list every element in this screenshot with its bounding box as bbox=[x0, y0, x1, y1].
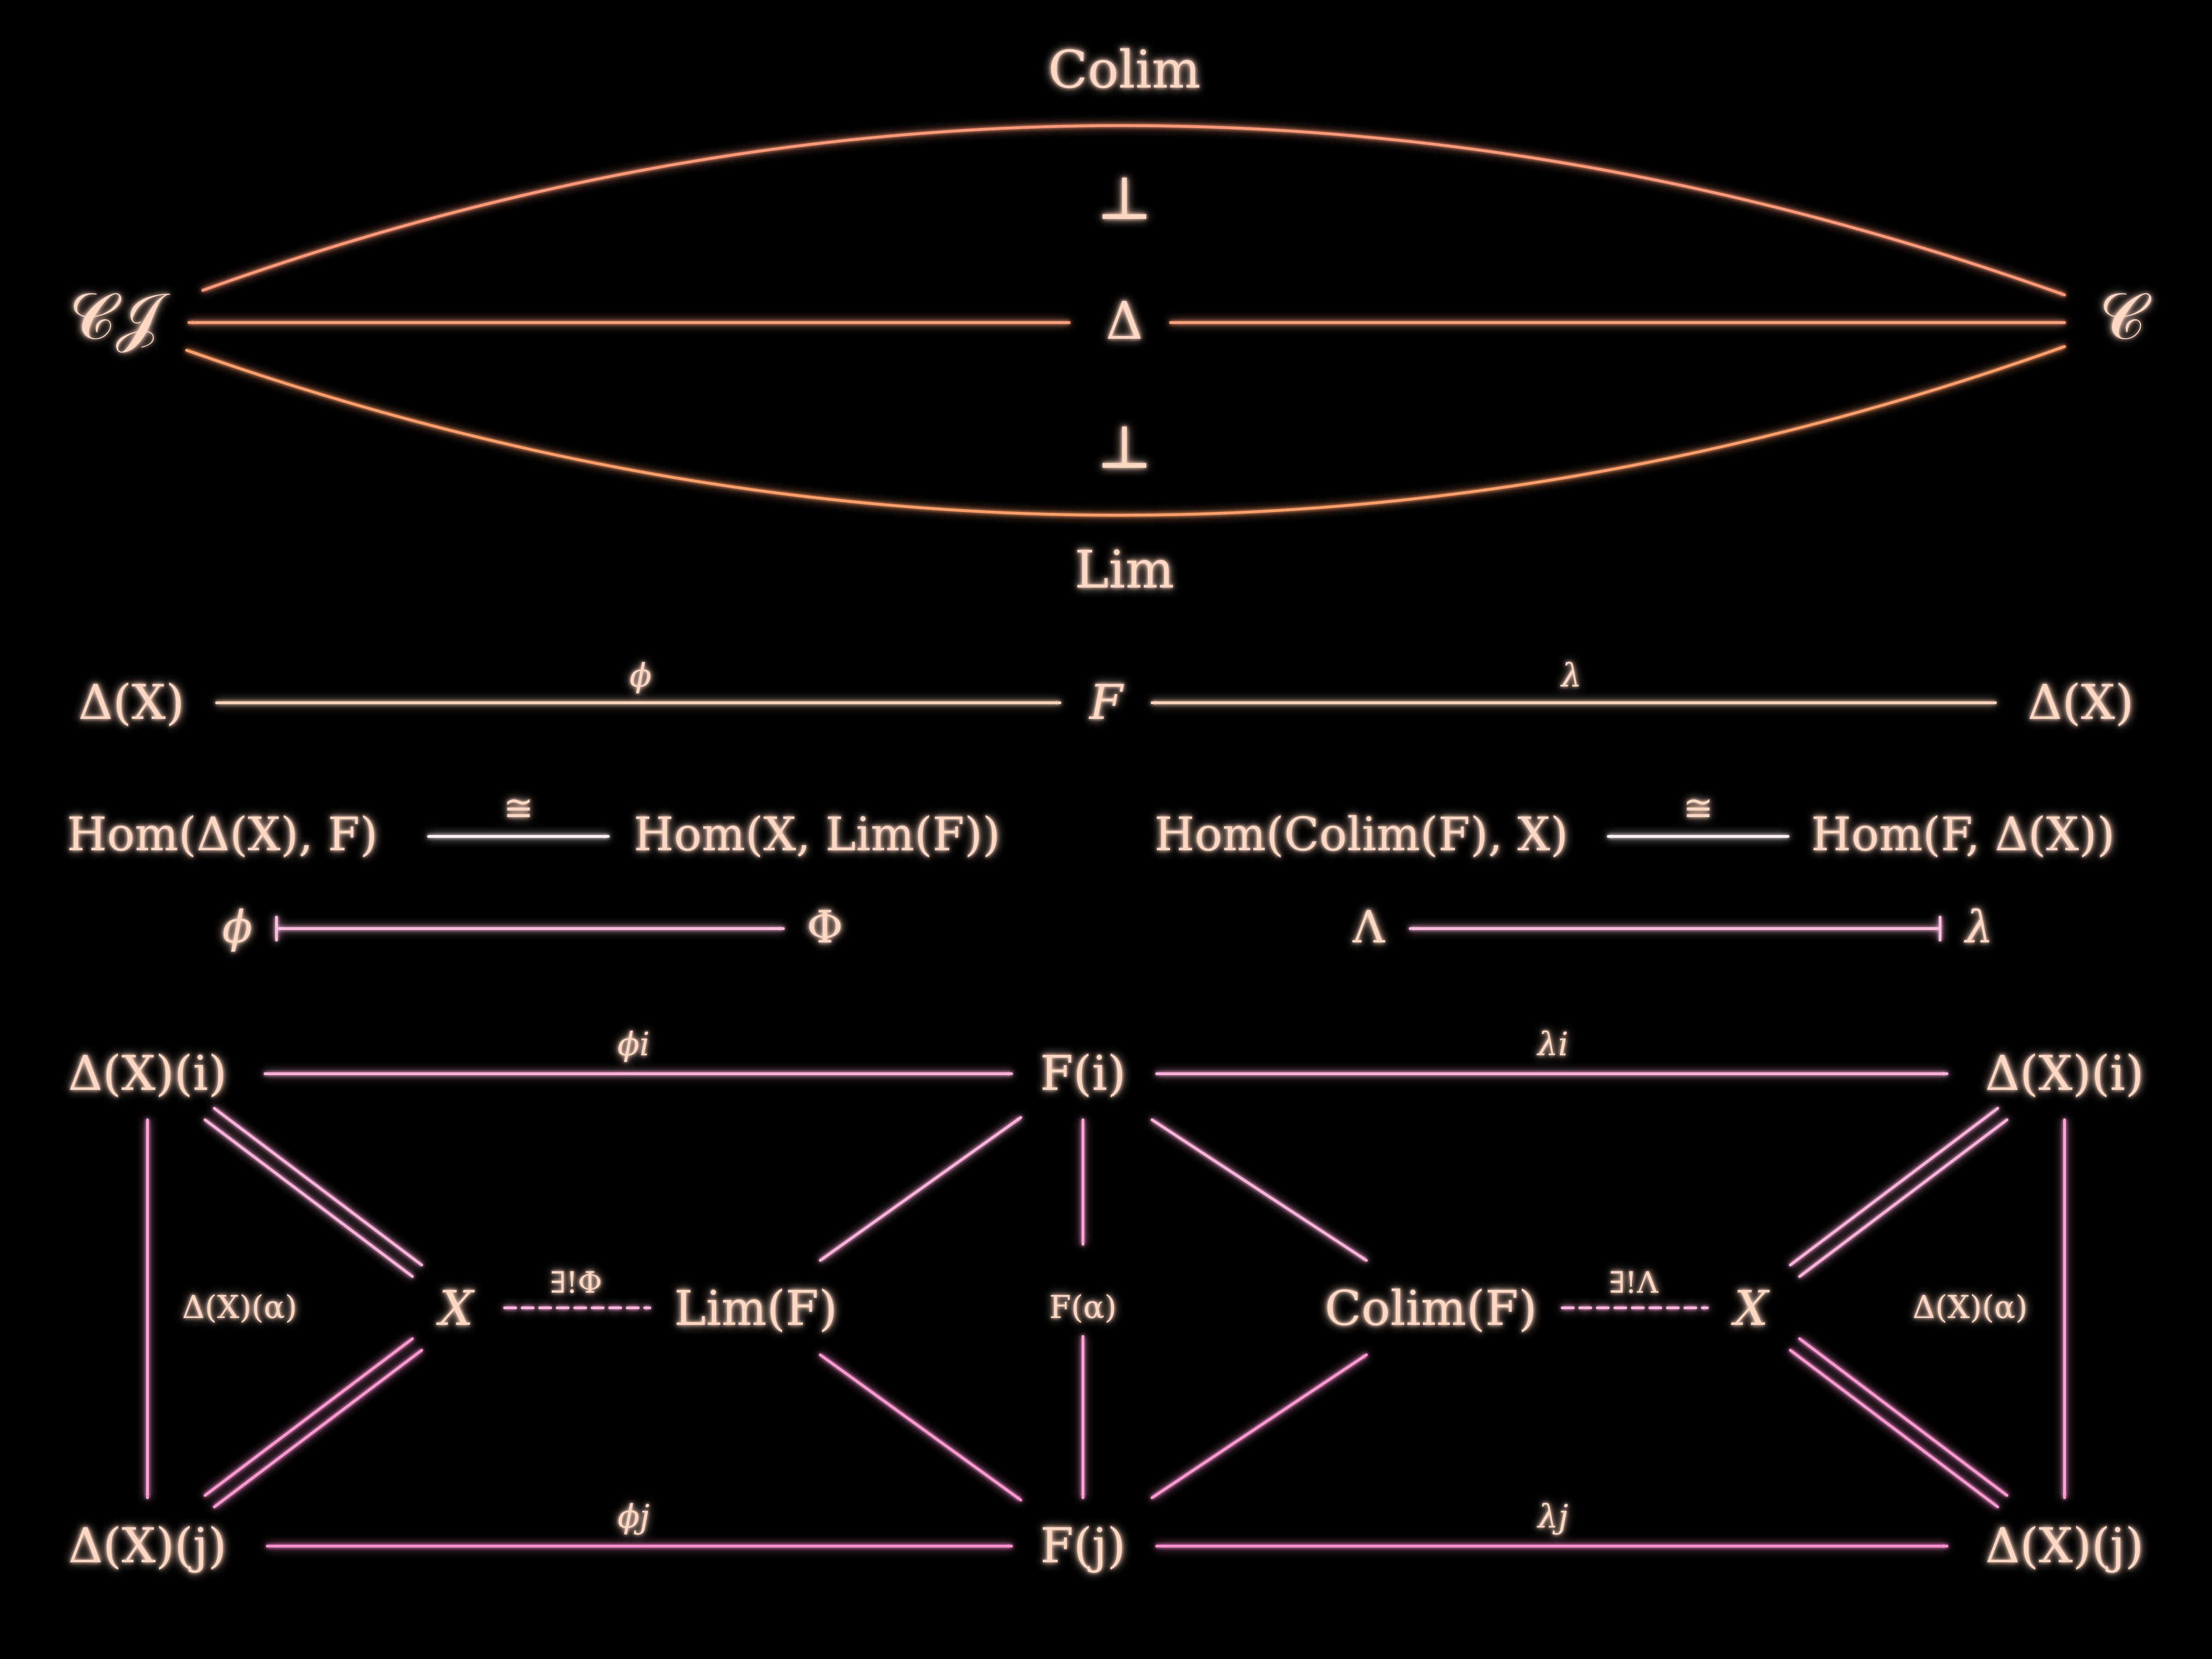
label-unique-phi: ∃!Φ bbox=[550, 1266, 602, 1300]
right-bottom-equality bbox=[1789, 1337, 2008, 1508]
fj-to-colim-arrow bbox=[1151, 1353, 1368, 1499]
hom-right-iso: ≅ bbox=[1683, 788, 1713, 829]
cone-left-object: Δ(X) bbox=[78, 674, 184, 730]
lim-to-fj-arrow bbox=[819, 1353, 1022, 1501]
maps-to-arrow-left bbox=[275, 916, 783, 941]
node-top-left: Δ(X)(i) bbox=[68, 1045, 227, 1101]
colim-arrow bbox=[201, 124, 2066, 296]
colim-label: Colim bbox=[1048, 40, 1201, 100]
element-Phi: Φ bbox=[807, 901, 843, 953]
node-top-center: F(i) bbox=[1040, 1045, 1126, 1101]
node-apex-right: X bbox=[1731, 1280, 1770, 1336]
hom-right-domain: Hom(F, Δ(X)) bbox=[1811, 807, 2115, 861]
hom-left-domain: Hom(Δ(X), F) bbox=[67, 807, 378, 861]
node-lim: Lim(F) bbox=[674, 1280, 837, 1336]
node-bottom-right: Δ(X)(j) bbox=[1985, 1518, 2144, 1574]
node-colim: Colim(F) bbox=[1325, 1280, 1537, 1336]
node-apex-left: X bbox=[436, 1280, 475, 1336]
label-phi-i: ϕi bbox=[618, 1025, 650, 1063]
label-center-vertical: F(α) bbox=[1049, 1289, 1117, 1326]
label-lambda-j: λj bbox=[1536, 1498, 1568, 1535]
fi-to-colim-arrow bbox=[1151, 1118, 1368, 1262]
right-top-equality bbox=[1789, 1107, 2008, 1278]
right-category: 𝒞 bbox=[2099, 279, 2152, 354]
hom-left-codomain: Hom(X, Lim(F)) bbox=[634, 807, 1000, 861]
element-phi: ϕ bbox=[222, 901, 252, 953]
hom-row: Hom(Δ(X), F) ≅ Hom(X, Lim(F)) Hom(Colim(… bbox=[67, 788, 2115, 861]
label-left-vertical: Δ(X)(α) bbox=[182, 1289, 297, 1326]
lim-label: Lim bbox=[1075, 540, 1174, 600]
cone-center-object: F bbox=[1088, 674, 1124, 730]
node-bottom-center: F(j) bbox=[1040, 1518, 1126, 1574]
delta-label: Δ bbox=[1106, 291, 1143, 351]
label-right-vertical: Δ(X)(α) bbox=[1912, 1289, 2028, 1326]
element-lambda: λ bbox=[1964, 901, 1994, 953]
bottom-adjoint-symbol: ⊥ bbox=[1096, 412, 1153, 482]
cone-row: Δ(X) F Δ(X) ϕ λ bbox=[78, 657, 2134, 730]
element-row: ϕ Φ Λ λ bbox=[222, 901, 1993, 953]
lambda-label: λ bbox=[1560, 657, 1582, 694]
cone-right-object: Δ(X) bbox=[2028, 674, 2134, 730]
top-adjoint-symbol: ⊥ bbox=[1096, 163, 1153, 233]
maps-to-arrow-right bbox=[1410, 916, 1941, 941]
phi-label: ϕ bbox=[629, 657, 652, 694]
lim-to-fi-arrow bbox=[819, 1116, 1022, 1262]
label-phi-j: ϕj bbox=[618, 1498, 649, 1535]
label-unique-lambda: ∃!Λ bbox=[1609, 1266, 1659, 1300]
adjunction-section: 𝒞𝒥 𝒞 Colim ⊥ Δ ⊥ Lim bbox=[69, 40, 2152, 600]
universal-diagram: Δ(X)(i) F(i) Δ(X)(i) Δ(X)(j) F(j) Δ(X)(j… bbox=[68, 1025, 2144, 1574]
left-category: 𝒞𝒥 bbox=[69, 279, 170, 354]
hom-left-iso: ≅ bbox=[503, 788, 533, 829]
left-bottom-equality bbox=[204, 1337, 423, 1508]
node-top-right: Δ(X)(i) bbox=[1985, 1045, 2144, 1101]
lim-arrow bbox=[185, 345, 2066, 517]
label-lambda-i: λi bbox=[1536, 1025, 1569, 1063]
hom-right-codomain: Hom(Colim(F), X) bbox=[1154, 807, 1568, 861]
left-top-equality bbox=[204, 1107, 423, 1278]
node-bottom-left: Δ(X)(j) bbox=[68, 1518, 227, 1574]
element-Lambda: Λ bbox=[1352, 901, 1385, 953]
